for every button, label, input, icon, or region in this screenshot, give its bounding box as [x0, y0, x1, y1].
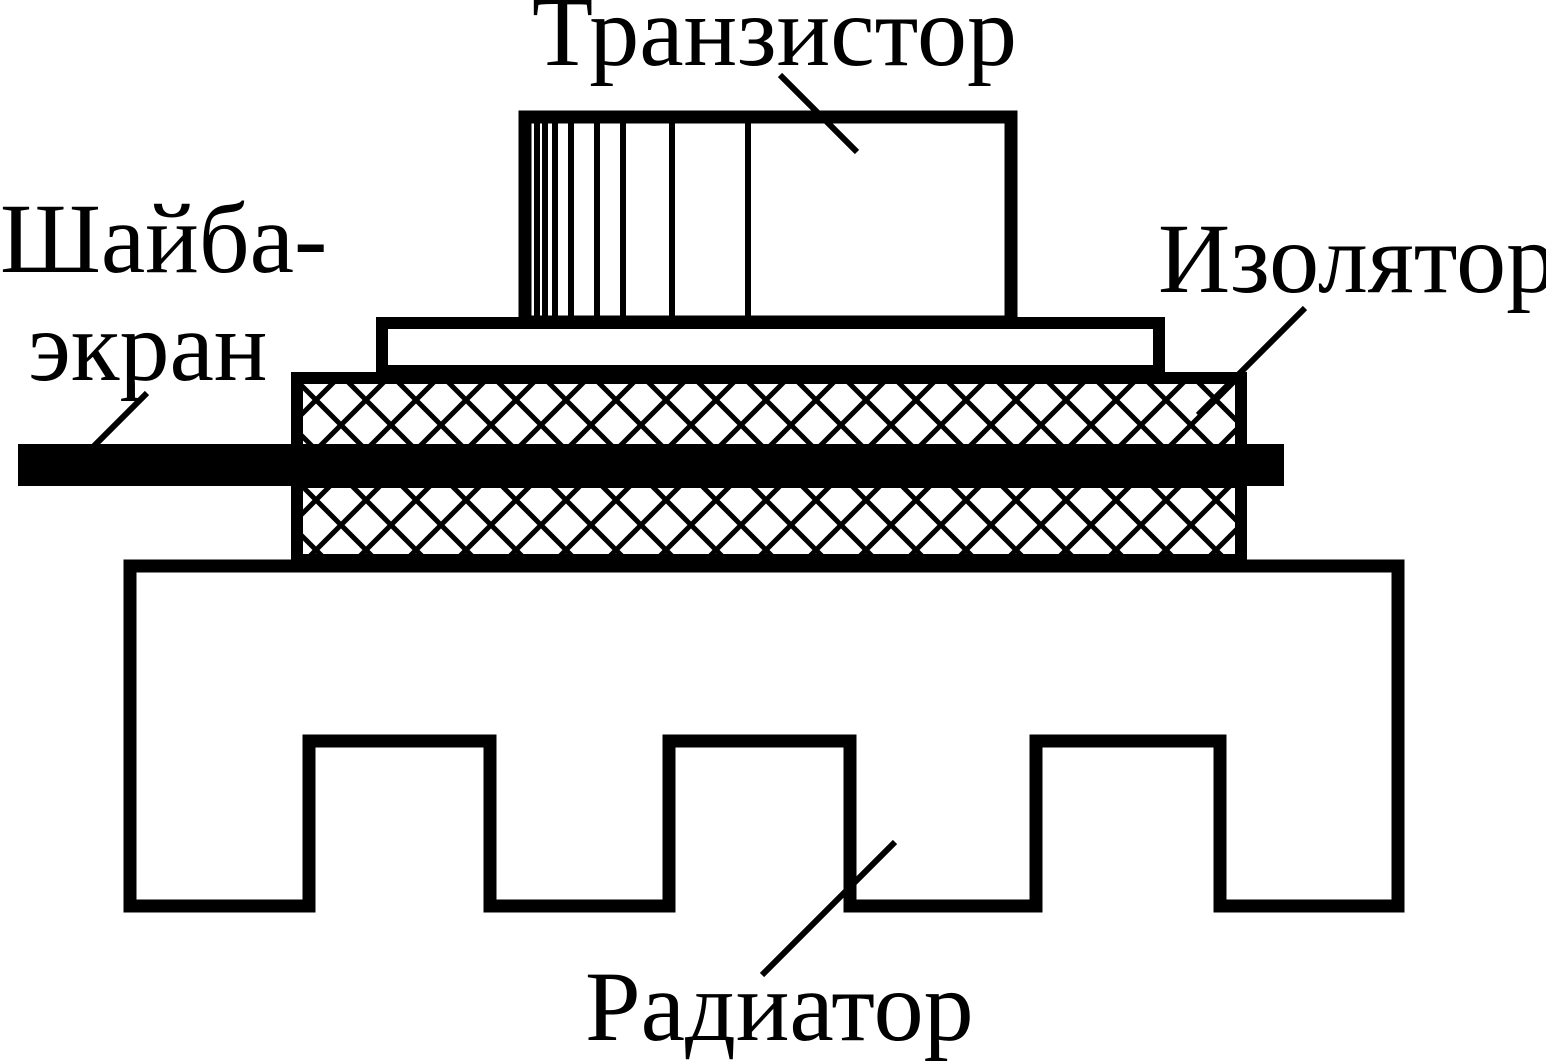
radiator-leader — [759, 839, 898, 978]
radiator — [123, 559, 1405, 913]
insulator-upper — [291, 372, 1247, 456]
washer-label-line2: экран — [28, 291, 267, 402]
washer-leader — [79, 390, 150, 461]
insulator-leader — [1195, 305, 1308, 418]
transistor-flange — [376, 317, 1165, 377]
transistor-leader — [777, 72, 860, 155]
insulator-label: Изолятор — [1158, 203, 1546, 314]
transistor-stripes — [534, 117, 751, 318]
insulator-lower — [291, 476, 1247, 566]
transistor-body — [518, 110, 1018, 329]
radiator-label: Радиатор — [585, 951, 974, 1061]
transistor-label: Транзистор — [532, 0, 1017, 87]
washer-screen — [18, 444, 1284, 486]
washer-label-line1: Шайба- — [0, 183, 327, 294]
